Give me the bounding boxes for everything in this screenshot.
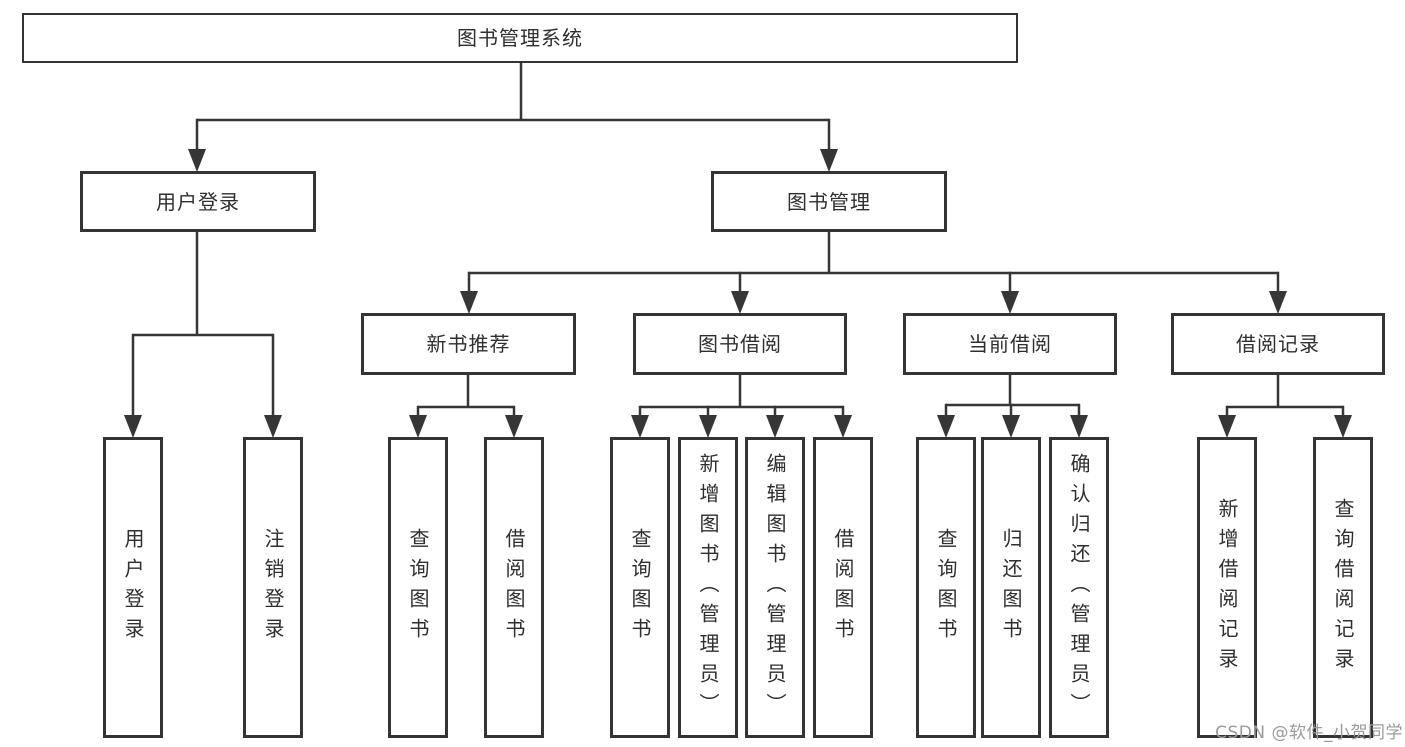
leaf-label: 新增借阅记录 [1215,497,1239,678]
csdn-watermark: CSDN @软件_小贺同学 [1215,723,1403,743]
leaf-bb-add-books-admin: 新增图书（管理员） [678,437,738,738]
node-label: 当前借阅 [968,332,1052,356]
node-book-management: 图书管理 [711,171,947,232]
leaf-label: 查询图书 [406,527,430,648]
leaf-bb-query-books: 查询图书 [610,437,670,738]
node-label: 用户登录 [156,189,240,214]
leaf-label: 查询图书 [628,527,652,648]
node-user-login: 用户登录 [80,171,316,232]
leaf-nb-query-books: 查询图书 [388,437,448,738]
leaf-cb-query-books: 查询图书 [916,437,976,738]
leaf-label: 新增图书（管理员） [696,452,720,723]
leaf-cb-return-books: 归还图书 [981,437,1041,738]
node-current-borrowing: 当前借阅 [903,313,1117,375]
leaf-label: 确认归还（管理员） [1067,452,1091,723]
node-library-management-system: 图书管理系统 [22,13,1018,63]
node-label: 借阅记录 [1236,332,1320,356]
node-label: 图书管理 [787,189,871,214]
leaf-label: 查询图书 [934,527,958,648]
leaf-label: 查询借阅记录 [1331,497,1355,678]
leaf-user-login: 用户登录 [103,437,163,738]
leaf-logout: 注销登录 [243,437,303,738]
leaf-br-add-record: 新增借阅记录 [1197,437,1257,738]
leaf-label: 归还图书 [999,527,1023,648]
leaf-br-query-record: 查询借阅记录 [1313,437,1373,738]
leaf-nb-borrow-books: 借阅图书 [484,437,544,738]
node-label: 图书管理系统 [457,26,583,50]
leaf-label: 借阅图书 [502,527,526,648]
leaf-cb-confirm-return-admin: 确认归还（管理员） [1049,437,1109,738]
leaf-bb-edit-books-admin: 编辑图书（管理员） [745,437,805,738]
node-label: 新书推荐 [426,332,511,356]
leaf-label: 借阅图书 [831,527,855,648]
leaf-label: 编辑图书（管理员） [763,452,787,723]
node-new-book-recommendation: 新书推荐 [361,313,576,375]
node-book-borrowing: 图书借阅 [633,313,847,375]
leaf-bb-borrow-books: 借阅图书 [813,437,873,738]
leaf-label: 用户登录 [121,527,145,648]
node-label: 图书借阅 [698,332,782,356]
leaf-label: 注销登录 [261,527,285,648]
node-borrowing-records: 借阅记录 [1171,313,1385,375]
